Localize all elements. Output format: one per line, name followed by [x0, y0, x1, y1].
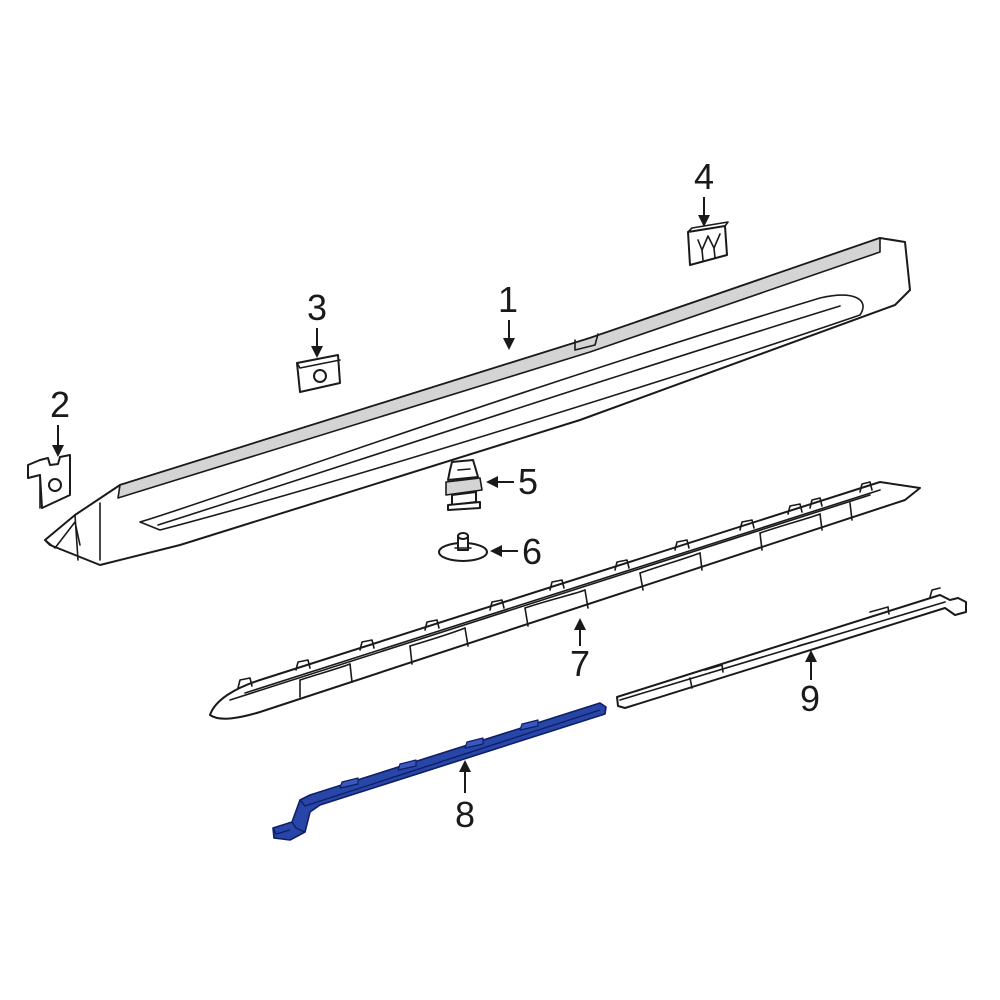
callout-4: 4 [694, 156, 714, 227]
callout-3: 3 [307, 287, 327, 358]
callout-6: 6 [490, 531, 542, 572]
callout-7: 7 [570, 618, 590, 684]
callout-1: 1 [498, 279, 518, 350]
part-2-clip[interactable] [27, 454, 71, 509]
callout-1-number: 1 [498, 279, 518, 320]
callout-6-number: 6 [522, 531, 542, 572]
callout-8-number: 8 [455, 794, 475, 835]
callout-2-number: 2 [50, 384, 70, 425]
part-4-clip[interactable] [687, 221, 729, 266]
callout-9-number: 9 [800, 678, 820, 719]
callout-2: 2 [50, 384, 70, 457]
part-6-fastener[interactable] [438, 532, 488, 562]
callout-3-number: 3 [307, 287, 327, 328]
callout-8: 8 [455, 760, 475, 835]
part-7-rocker-molding[interactable] [209, 481, 921, 720]
part-8-bracket-highlighted[interactable] [272, 702, 607, 841]
callout-5-number: 5 [518, 461, 538, 502]
callout-9: 9 [800, 650, 820, 719]
part-1-rocker-panel[interactable] [44, 237, 911, 566]
bracket-body [272, 702, 607, 841]
part-9-reinforcement-strip[interactable] [616, 587, 967, 709]
part-3-retainer-nut[interactable] [296, 354, 341, 393]
callout-4-number: 4 [694, 156, 714, 197]
callout-5: 5 [486, 461, 538, 502]
callout-7-number: 7 [570, 643, 590, 684]
part-5-push-clip[interactable] [445, 459, 483, 511]
